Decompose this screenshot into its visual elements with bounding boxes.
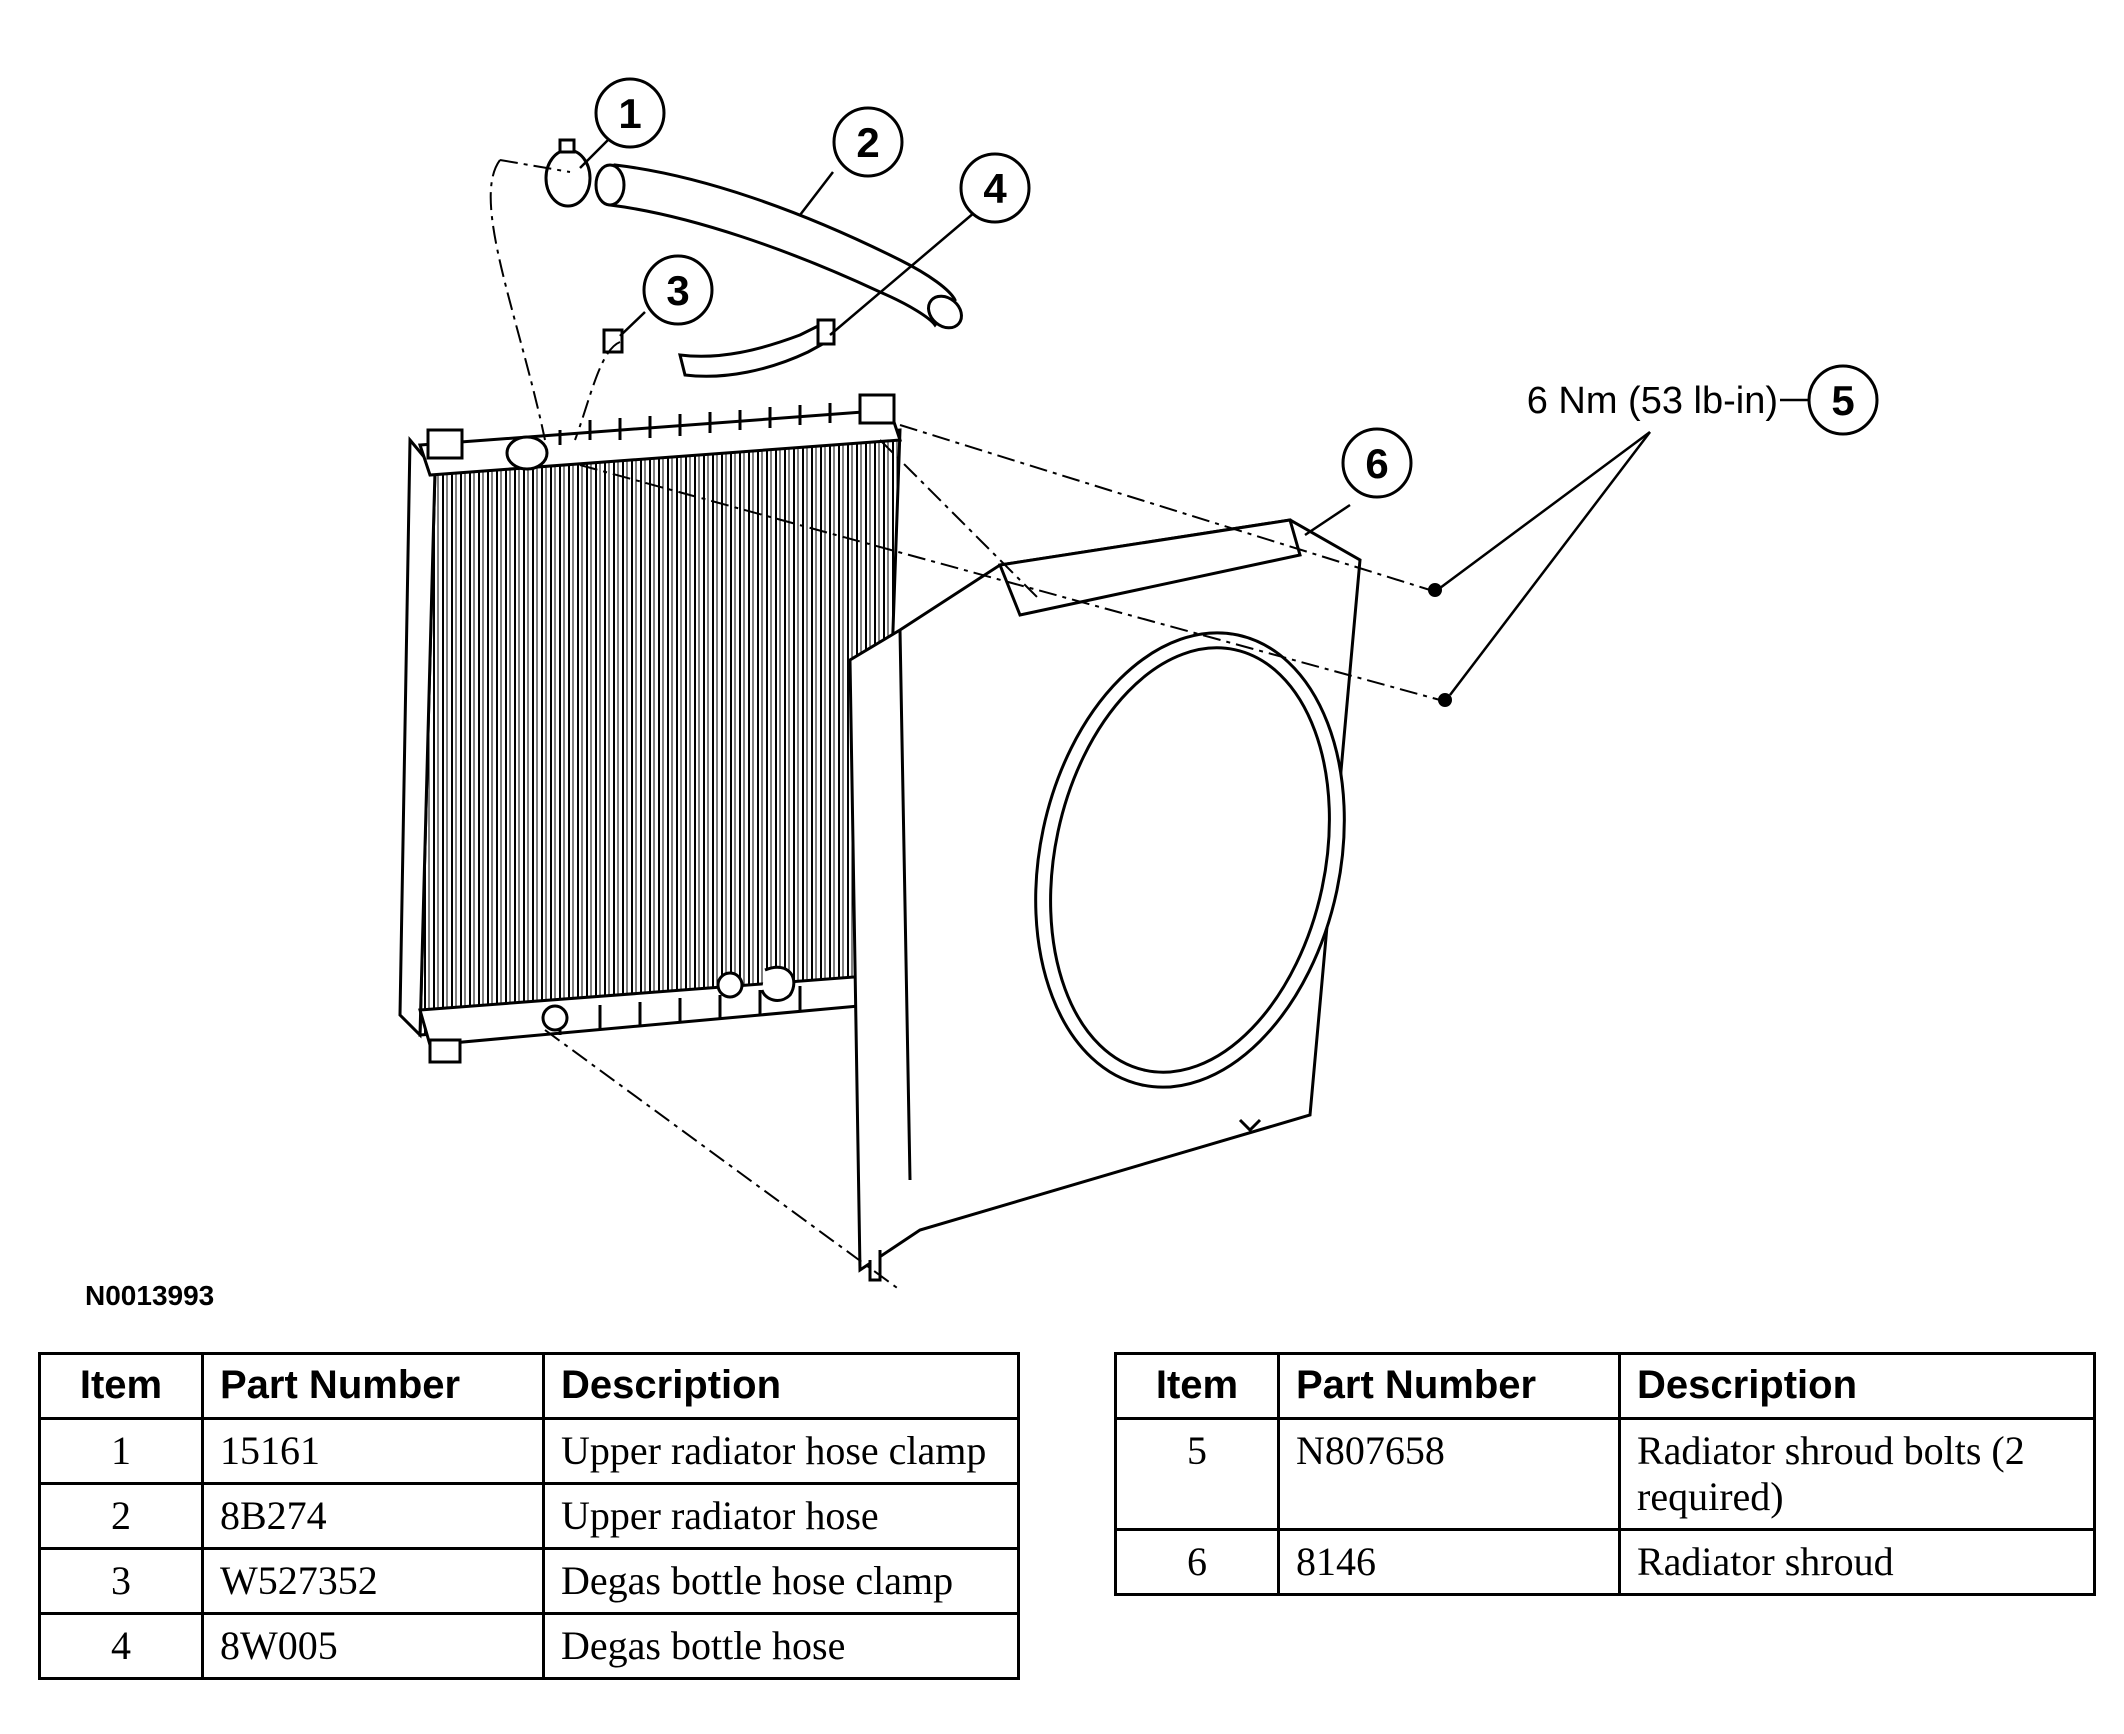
callout-5: 5 [1807, 364, 1879, 436]
callout-3-label: 3 [666, 267, 689, 314]
table-row: 6 8146 Radiator shroud [1114, 1528, 2096, 1596]
header-description: Description [1618, 1352, 2096, 1420]
description-cell: Radiator shroud bolts (2 required) [1618, 1417, 2096, 1531]
callout-6: 6 [1341, 427, 1413, 499]
table-header-row: Item Part Number Description [1114, 1352, 2096, 1420]
part-number-cell: 15161 [201, 1417, 545, 1485]
description-cell: Degas bottle hose [542, 1612, 1020, 1680]
callout-2-label: 2 [856, 119, 879, 166]
callout-1: 1 [594, 77, 666, 149]
item-cell: 6 [1114, 1528, 1280, 1596]
description-cell: Upper radiator hose [542, 1482, 1020, 1550]
radiator [398, 393, 903, 1064]
part-number-cell: 8146 [1277, 1528, 1621, 1596]
item-cell: 2 [38, 1482, 204, 1550]
radiator-shroud-bolts [1428, 583, 1452, 707]
header-part-number: Part Number [1277, 1352, 1621, 1420]
callout-5-label: 5 [1831, 377, 1854, 424]
upper-radiator-hose [594, 163, 963, 330]
header-part-number: Part Number [201, 1352, 545, 1420]
item-cell: 5 [1114, 1417, 1280, 1531]
item-cell: 3 [38, 1547, 204, 1615]
callout-1-label: 1 [618, 90, 641, 137]
upper-radiator-hose-clamp [544, 138, 592, 208]
parts-table-right: Item Part Number Description 5 N807658 R… [1114, 1352, 2096, 1596]
table-row: 2 8B274 Upper radiator hose [38, 1482, 1020, 1550]
figure-id: N0013993 [85, 1280, 214, 1311]
header-description: Description [542, 1352, 1020, 1420]
table-header-row: Item Part Number Description [38, 1352, 1020, 1420]
part-number-cell: W527352 [201, 1547, 545, 1615]
callout-3: 3 [642, 254, 714, 326]
part-number-cell: 8B274 [201, 1482, 545, 1550]
table-row: 1 15161 Upper radiator hose clamp [38, 1417, 1020, 1485]
callout-6-label: 6 [1365, 440, 1388, 487]
torque-spec: 6 Nm (53 lb-in) [1527, 380, 1778, 422]
table-row: 3 W527352 Degas bottle hose clamp [38, 1547, 1020, 1615]
header-item: Item [38, 1352, 204, 1420]
degas-bottle-hose [678, 318, 836, 378]
part-number-cell: 8W005 [201, 1612, 545, 1680]
radiator-shroud [848, 518, 1362, 1282]
header-item: Item [1114, 1352, 1280, 1420]
description-cell: Degas bottle hose clamp [542, 1547, 1020, 1615]
callout-4-label: 4 [983, 165, 1007, 212]
table-row: 5 N807658 Radiator shroud bolts (2 requi… [1114, 1417, 2096, 1531]
callout-2: 2 [832, 106, 904, 178]
item-cell: 1 [38, 1417, 204, 1485]
leader-lines [579, 137, 1808, 696]
description-cell: Radiator shroud [1618, 1528, 2096, 1596]
item-cell: 4 [38, 1612, 204, 1680]
degas-bottle-hose-clamp [602, 328, 624, 354]
table-row: 4 8W005 Degas bottle hose [38, 1612, 1020, 1680]
callout-4: 4 [959, 152, 1031, 224]
alignment-lines [489, 159, 1441, 1291]
parts-table-left: Item Part Number Description 1 15161 Upp… [38, 1352, 1020, 1680]
part-number-cell: N807658 [1277, 1417, 1621, 1531]
description-cell: Upper radiator hose clamp [542, 1417, 1020, 1485]
